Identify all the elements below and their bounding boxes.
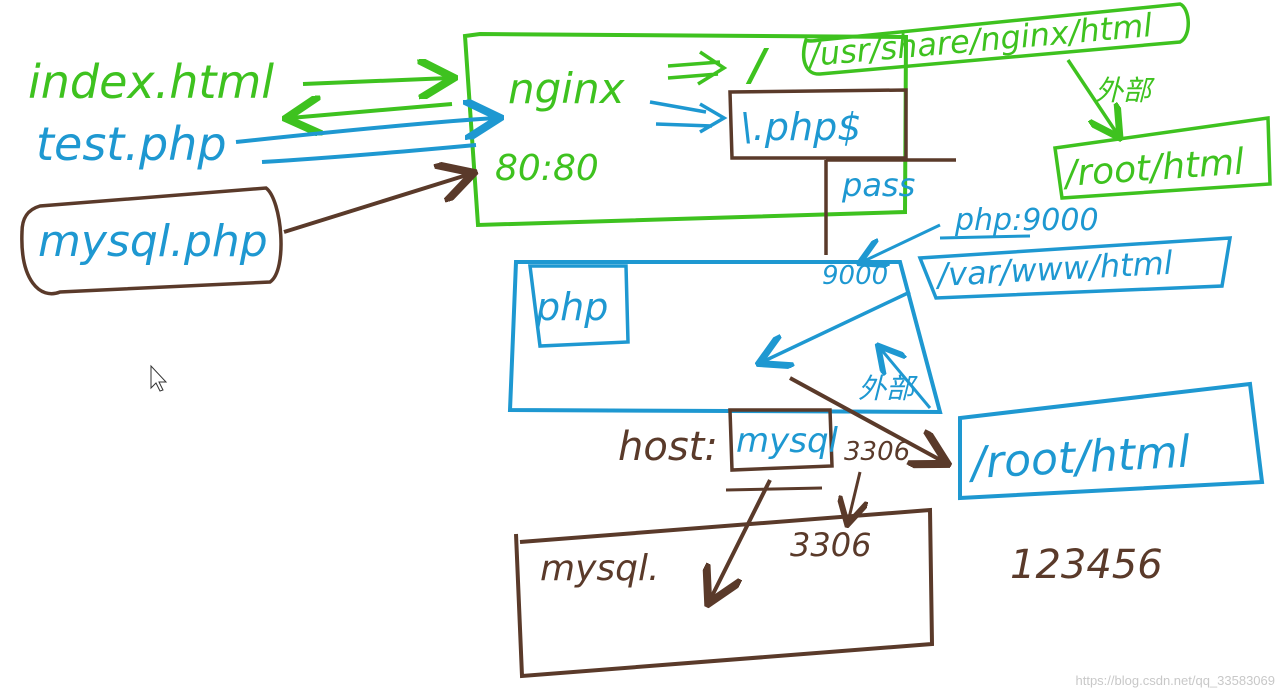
php-root-into-container-arrow [762, 290, 911, 362]
index-html-label: index.html [28, 55, 274, 109]
root-slash: / [745, 40, 770, 91]
test-php-label: test.php [36, 117, 227, 171]
test-php-to-nginx-arrow [235, 118, 496, 144]
watermark: https://blog.csdn.net/qq_33583069 [1075, 673, 1276, 688]
nginx-label: nginx [508, 64, 626, 113]
mysql-php-to-nginx-arrow [283, 174, 470, 234]
mysql-host-value: mysql [736, 421, 839, 461]
nginx-root-path: /usr/share/nginx/html [804, 6, 1153, 74]
php-host-dir-box [958, 381, 1265, 501]
fastcgi-target-underline [939, 234, 1031, 240]
response-arrow [290, 104, 453, 118]
php-location-box [728, 88, 908, 160]
php-mount-arrow [880, 348, 932, 409]
mysql-password: 123456 [1010, 542, 1163, 588]
mysql-host-box [728, 408, 834, 472]
php-port-label: 9000 [822, 261, 888, 291]
nginx-to-location-arrow [649, 100, 728, 134]
php-container-label: php [535, 285, 608, 329]
mysql-container-label: mysql. [540, 548, 659, 589]
mysql-php-label: mysql.php [38, 216, 268, 267]
php-to-mysql-host-arrow [789, 376, 944, 462]
php-host-dir: /root/html [966, 427, 1192, 490]
nginx-port-label: 80:80 [495, 148, 599, 189]
mouse-cursor-icon [150, 364, 168, 392]
pass-connector [824, 158, 956, 255]
port-to-mysql-arrow [848, 471, 860, 522]
nginx-mount-arrow [1066, 59, 1118, 135]
mysql-port-label: 3306 [790, 526, 871, 564]
php-location-regex: \.php$ [740, 105, 861, 149]
mysql-host-port: 3306 [844, 437, 910, 467]
mysql-php-circle [20, 186, 283, 296]
nginx-to-root-arrow [667, 50, 728, 86]
mysql-host-underline [725, 486, 823, 492]
request-arrow [302, 78, 450, 84]
php-container-box [507, 260, 943, 415]
nginx-to-test-php-arrow [261, 143, 477, 164]
pass-label: pass [841, 166, 915, 204]
php-inner-box [528, 264, 630, 348]
pass-to-php-arrow [862, 223, 941, 262]
php-root-path-box [917, 236, 1233, 300]
fastcgi-target: php:9000 [954, 203, 1099, 238]
mysql-container-box [514, 507, 935, 679]
nginx-host-dir-box [1053, 115, 1272, 200]
host-label: host: [618, 424, 718, 470]
host-to-mysql-arrow [710, 479, 772, 600]
php-mount-label: 外部 [858, 372, 918, 405]
nginx-root-path-box [801, 2, 1190, 76]
php-root-path: /var/www/html [933, 244, 1173, 294]
nginx-mount-label: 外部 [1095, 74, 1155, 107]
